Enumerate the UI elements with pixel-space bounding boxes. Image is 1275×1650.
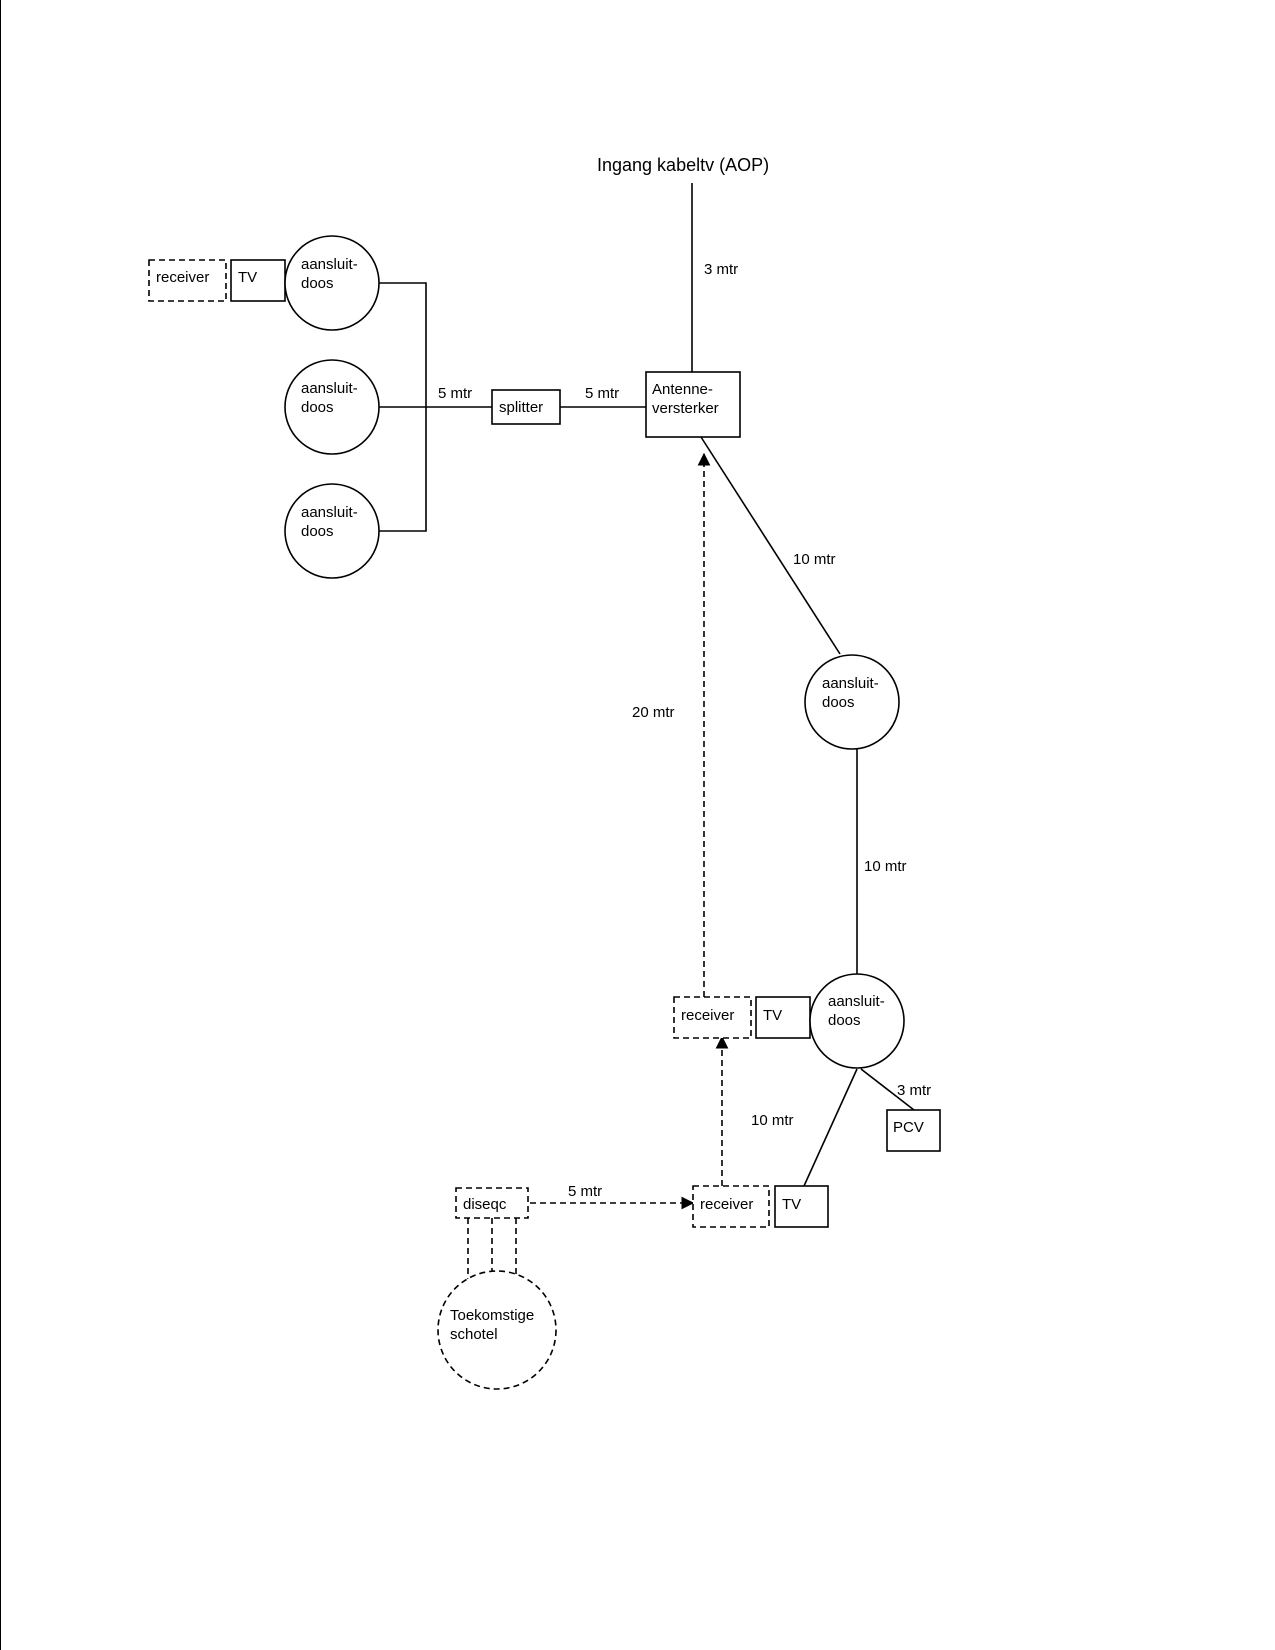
- distance-aop-to-amplifier: 3 mtr: [704, 261, 738, 278]
- connection-box-3: [284, 483, 380, 579]
- diseqc-box: [455, 1187, 529, 1219]
- pcv-label: PCV: [893, 1119, 924, 1136]
- distance-amplifier-to-splitter: 5 mtr: [585, 385, 619, 402]
- connection-box-3-label-line1: aansluit-: [301, 504, 358, 521]
- wire-amplifier-to-box-mid: [700, 436, 841, 655]
- splitter-label: splitter: [499, 399, 543, 416]
- connection-box-5-label-line1: aansluit-: [828, 993, 885, 1010]
- distance-box-low-to-tv: 10 mtr: [751, 1112, 794, 1129]
- receiver-label-upper-right: receiver: [681, 1007, 734, 1024]
- connection-box-4-label-line1: aansluit-: [822, 675, 879, 692]
- distance-receiver-to-amplifier: 20 mtr: [632, 704, 675, 721]
- connection-box-3-label-line2: doos: [301, 523, 334, 540]
- distance-splitter-to-boxes: 5 mtr: [438, 385, 472, 402]
- connection-box-4: [804, 654, 900, 750]
- antenna-amplifier-box: [645, 371, 741, 438]
- wire-box-low-to-tv: [803, 1068, 858, 1187]
- connection-box-2-label-line1: aansluit-: [301, 380, 358, 397]
- connection-box-2: [284, 359, 380, 455]
- distance-amplifier-to-box-mid: 10 mtr: [793, 551, 836, 568]
- page-title: Ingang kabeltv (AOP): [597, 155, 769, 175]
- distance-box-mid-to-box-low: 10 mtr: [864, 858, 907, 875]
- connection-box-1: [284, 235, 380, 331]
- receiver-box-lower: [692, 1185, 770, 1228]
- receiver-box-upper-right: [673, 996, 752, 1039]
- connection-box-2-label-line2: doos: [301, 399, 334, 416]
- diseqc-label: diseqc: [463, 1196, 507, 1213]
- wire-box-low-to-pcv: [860, 1068, 915, 1111]
- future-satellite-dish-label-line1: Toekomstige: [450, 1307, 534, 1324]
- distance-box-low-to-pcv: 3 mtr: [897, 1082, 931, 1099]
- antenna-amplifier-label-line2: versterker: [652, 400, 719, 417]
- connection-box-5: [809, 973, 905, 1069]
- antenna-amplifier-label-line1: Antenne-: [652, 381, 713, 398]
- connection-box-1-label-line1: aansluit-: [301, 256, 358, 273]
- pcv-box: [886, 1109, 941, 1152]
- receiver-box-topleft: [148, 259, 227, 302]
- splitter-box: [491, 389, 561, 425]
- distance-diseqc-to-receiver: 5 mtr: [568, 1183, 602, 1200]
- connection-box-1-label-line2: doos: [301, 275, 334, 292]
- connection-box-5-label-line2: doos: [828, 1012, 861, 1029]
- tv-label-lower: TV: [782, 1196, 801, 1213]
- receiver-label-topleft: receiver: [156, 269, 209, 286]
- tv-box-topleft: [230, 259, 286, 302]
- receiver-label-lower: receiver: [700, 1196, 753, 1213]
- wire-bus-branches: [379, 282, 427, 532]
- tv-box-lower: [774, 1185, 829, 1228]
- tv-label-topleft: TV: [238, 269, 257, 286]
- future-satellite-dish: [437, 1270, 557, 1390]
- connection-box-4-label-line2: doos: [822, 694, 855, 711]
- future-satellite-dish-label-line2: schotel: [450, 1326, 498, 1343]
- tv-label-upper-right: TV: [763, 1007, 782, 1024]
